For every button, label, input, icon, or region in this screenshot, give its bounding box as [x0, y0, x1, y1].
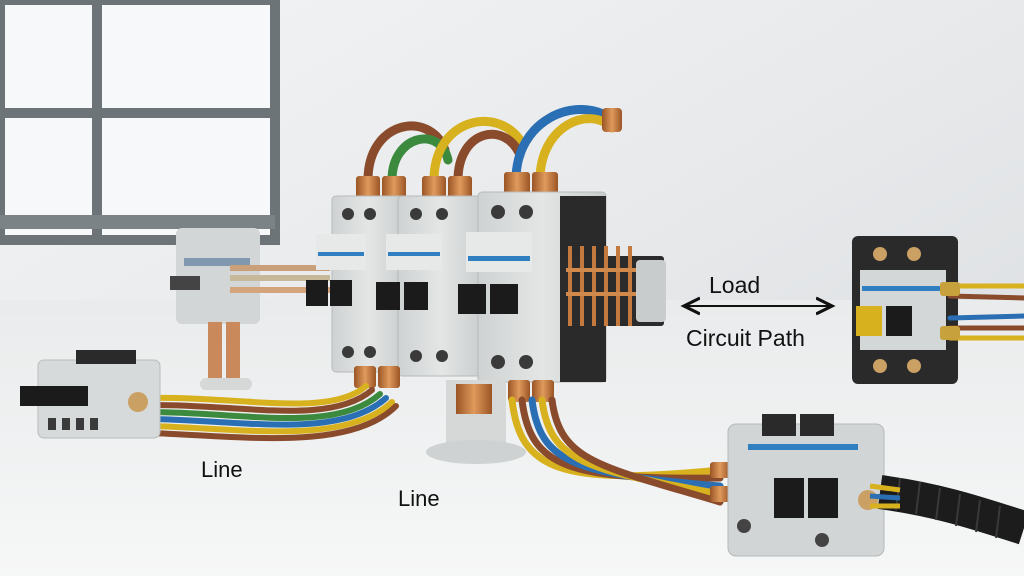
top-ferrules: [356, 108, 622, 198]
circuit-path-label: Circuit Path: [686, 325, 805, 351]
line-label-center: Line: [398, 486, 440, 511]
conduit: [869, 475, 1024, 545]
ferrules-right-bottom: [710, 462, 730, 502]
window: [0, 0, 280, 245]
wire-bundle-right-top: [947, 283, 1024, 341]
load-label: Load: [709, 272, 761, 298]
line-label-left: Line: [201, 457, 243, 482]
wire-bundle-right-bottom: [508, 396, 724, 506]
bottom-ferrules: [354, 366, 554, 402]
ferrules-right-top: [940, 282, 960, 340]
center-stand: [426, 380, 526, 464]
breaker-load-right: [852, 236, 958, 384]
breaker-back-left: [170, 228, 260, 390]
breaker-front-right: [727, 414, 885, 557]
wire-bundle-left: [147, 383, 399, 442]
terminal-block: [560, 246, 666, 326]
breaker-front-left: [20, 350, 161, 439]
breaker-2: [376, 195, 485, 377]
